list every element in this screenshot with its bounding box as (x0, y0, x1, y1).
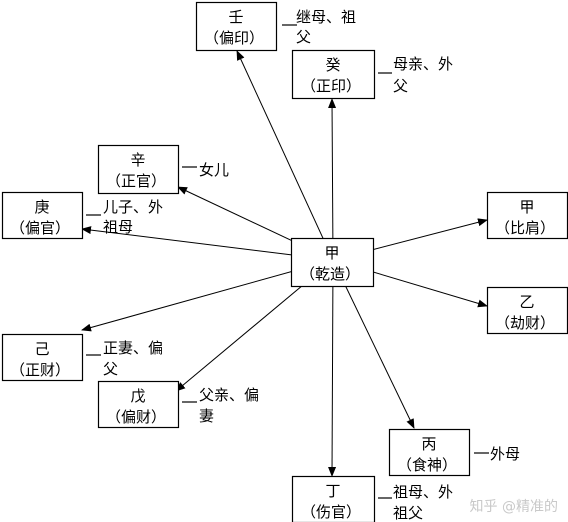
yi-role: （劫财） (495, 314, 555, 332)
ren-stem: 壬 (228, 8, 243, 26)
relation-text-ren-1: 父 (296, 28, 311, 46)
center-stem: 甲 (324, 244, 339, 262)
relation-text-bing-0: 外母 (490, 445, 520, 463)
relation-text-wu-1: 妻 (199, 407, 214, 425)
yi-box (486, 286, 568, 335)
node-xin: 辛 （正官） (97, 144, 180, 195)
node-ji: 己 （正财） (1, 333, 84, 382)
bing-stem: 丙 (421, 435, 436, 453)
bing-box (388, 428, 471, 477)
relation-text-geng-1: 祖母 (103, 218, 133, 236)
gui-role: （正印） (301, 77, 361, 95)
geng-role: （偏官） (10, 219, 70, 237)
node-jia: 甲 （比肩） (486, 191, 568, 240)
node-ren: 壬 （偏印） (195, 1, 278, 52)
arrow-to-ren (236, 50, 334, 261)
ding-role: （伤官） (301, 503, 361, 521)
node-yi: 乙 （劫财） (486, 286, 568, 335)
relation-geng: 儿子、外祖母 (86, 198, 163, 236)
relation-gui: 母亲、外父 (378, 55, 453, 95)
yi-stem: 乙 (519, 293, 534, 311)
jia-box (486, 191, 568, 240)
geng-stem: 庚 (34, 198, 49, 216)
wu-role: （偏财） (106, 408, 166, 426)
geng-box (1, 191, 84, 240)
node-wu: 戊 （偏财） (97, 380, 180, 429)
relation-ren: 继母、祖父 (282, 8, 356, 46)
relation-ding: 祖母、外祖父 (378, 483, 453, 522)
ren-box (195, 1, 278, 52)
xin-stem: 辛 (130, 151, 145, 169)
arrow-to-ding (328, 259, 337, 477)
arrow-to-bing (332, 259, 415, 429)
relation-text-ji-0: 正妻、偏 (103, 339, 163, 357)
xin-box (97, 144, 180, 195)
center-box (290, 237, 375, 288)
ren-role: （偏印） (204, 29, 264, 47)
center-role: （乾造） (300, 265, 360, 283)
gui-stem: 癸 (325, 56, 340, 74)
ji-box (1, 333, 84, 382)
relation-text-gui-1: 父 (393, 77, 408, 95)
xin-role: （正官） (106, 172, 166, 190)
gui-box (291, 49, 376, 100)
wu-box (97, 380, 180, 429)
jia-role: （比肩） (495, 219, 555, 237)
node-geng: 庚 （偏官） (1, 191, 84, 240)
relation-text-ding-1: 祖父 (393, 504, 423, 522)
ji-stem: 己 (34, 340, 49, 358)
relation-bing: 外母 (474, 445, 520, 463)
jia-stem: 甲 (519, 198, 534, 216)
relation-text-xin-0: 女儿 (199, 161, 229, 179)
relation-ji: 正妻、偏父 (86, 339, 163, 378)
relation-text-wu-0: 父亲、偏 (199, 386, 259, 404)
relation-text-ren-0: 继母、祖 (296, 8, 356, 26)
ji-role: （正财） (10, 361, 70, 379)
relation-text-ji-1: 父 (103, 360, 118, 378)
relation-text-gui-0: 母亲、外 (393, 55, 453, 73)
relation-text-ding-0: 祖母、外 (393, 483, 453, 501)
relation-wu: 父亲、偏妻 (182, 386, 259, 425)
relation-xin: 女儿 (182, 161, 229, 179)
center-node: 甲 （乾造） (290, 237, 375, 288)
node-gui: 癸 （正印） (291, 49, 376, 100)
wu-stem: 戊 (130, 387, 145, 405)
ding-stem: 丁 (325, 482, 340, 500)
watermark: 知乎 @精准的 (469, 499, 558, 515)
node-bing: 丙 （食神） (388, 428, 471, 477)
node-ding: 丁 （伤官） (291, 475, 376, 522)
relation-text-geng-0: 儿子、外 (103, 198, 163, 216)
ding-box (291, 475, 376, 522)
bing-role: （食神） (397, 456, 457, 474)
arrow-to-gui (328, 98, 337, 261)
